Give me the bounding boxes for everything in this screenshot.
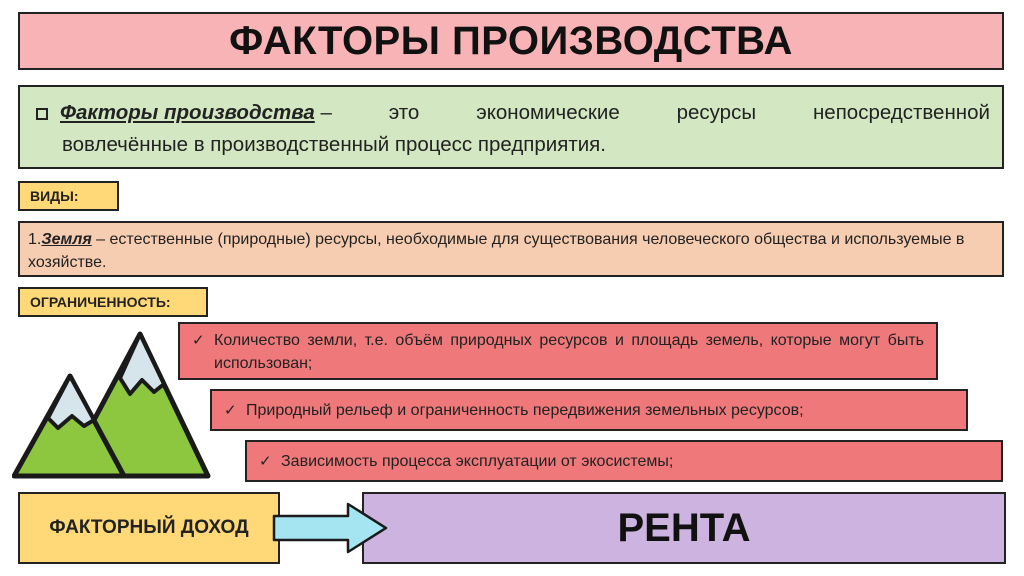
limit-item-3: ✓ Зависимость процесса эксплуатации от э… — [245, 440, 1003, 482]
arrow-right-icon — [272, 502, 388, 554]
limitation-label: ОГРАНИЧЕННОСТЬ: — [18, 287, 208, 317]
square-bullet-icon — [36, 107, 48, 120]
limit-item-text: Природный рельеф и ограниченность передв… — [246, 401, 804, 419]
kinds-label: ВИДЫ: — [18, 181, 119, 211]
definition-lead: Факторы производства – — [36, 97, 332, 129]
mountains-icon — [12, 331, 211, 479]
definition-term: Факторы производства — [60, 101, 315, 124]
definition-box: Факторы производства – это экономические… — [18, 85, 1004, 169]
definition-word: непосредственной — [812, 101, 990, 124]
factor-income-box: ФАКТОРНЫЙ ДОХОД — [18, 492, 280, 564]
checkmark-icon: ✓ — [224, 401, 237, 419]
definition-line-1: Факторы производства – это экономические… — [36, 97, 990, 129]
land-text: – естественные (природные) ресурсы, необ… — [28, 231, 965, 271]
land-term: Земля — [41, 231, 92, 248]
limit-item-text: Количество земли, т.е. объём природных р… — [214, 332, 924, 372]
checkmark-icon: ✓ — [259, 452, 272, 470]
page-title: ФАКТОРЫ ПРОИЗВОДСТВА — [229, 18, 793, 63]
title-banner: ФАКТОРЫ ПРОИЗВОДСТВА — [18, 12, 1004, 70]
limit-item-2: ✓ Природный рельеф и ограниченность пере… — [210, 389, 968, 431]
checkmark-icon: ✓ — [192, 332, 205, 349]
limit-item-text: Зависимость процесса эксплуатации от эко… — [281, 452, 674, 470]
definition-word: ресурсы — [676, 101, 757, 124]
definition-dash: – — [320, 101, 332, 124]
definition-word: экономические — [476, 101, 620, 124]
rent-box: РЕНТА — [362, 492, 1006, 564]
limit-item-1: ✓ Количество земли, т.е. объём природных… — [178, 322, 938, 380]
land-number: 1. — [28, 231, 42, 248]
land-definition-box: 1.Земля – естественные (природные) ресур… — [18, 221, 1004, 277]
definition-line-2: вовлечённые в производственный процесс п… — [62, 133, 606, 156]
definition-word: это — [388, 101, 420, 124]
